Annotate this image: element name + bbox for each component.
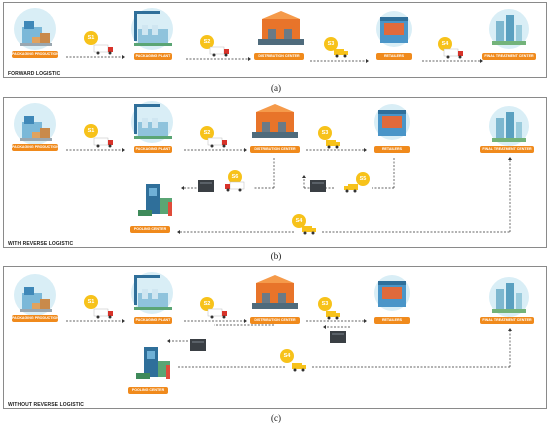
truck-icon — [93, 308, 113, 319]
crate-icon — [310, 180, 326, 192]
step-s3-badge: S3 — [318, 297, 332, 311]
panel-without-reverse-logistic: PACKAGING PRODUCTION PACKAGING PLANT DIS… — [3, 266, 547, 409]
distribution-center-icon — [256, 9, 306, 53]
step-s3-badge: S3 — [318, 126, 332, 140]
packaging-production-icon — [10, 273, 60, 319]
step-s4-badge: S4 — [438, 37, 452, 51]
truck-icon — [93, 137, 113, 148]
final-treatment-label: FINAL TREATMENT CENTER — [480, 146, 534, 153]
truck-icon — [93, 44, 113, 55]
panel-with-reverse-logistic: PACKAGING PRODUCTION PACKAGING PLANT DIS… — [3, 97, 547, 248]
truck-icon — [302, 226, 316, 235]
panel-b-title: WITH REVERSE LOGISTIC — [8, 241, 74, 247]
distribution-center-icon — [250, 273, 300, 317]
step-s1-badge: S1 — [84, 295, 98, 309]
packaging-plant-label: PACKAGING PLANT — [134, 317, 172, 324]
packaging-plant-label: PACKAGING PLANT — [134, 53, 172, 60]
crate-icon — [198, 180, 214, 192]
final-treatment-label: FINAL TREATMENT CENTER — [480, 317, 534, 324]
retailers-icon — [370, 273, 414, 317]
pooling-center-label: POOLING CENTER — [128, 387, 168, 394]
final-treatment-icon — [486, 7, 532, 53]
step-s4-badge: S4 — [280, 349, 294, 363]
packaging-production-label: PACKAGING PRODUCTION — [12, 51, 58, 58]
truck-icon — [209, 46, 229, 57]
step-s6-badge: S6 — [228, 170, 242, 184]
packaging-plant-label: PACKAGING PLANT — [134, 146, 172, 153]
step-s4-badge: S4 — [292, 214, 306, 228]
step-s3-badge: S3 — [324, 37, 338, 51]
retailers-icon — [372, 9, 416, 53]
retailers-label: RETAILERS — [374, 146, 410, 153]
retailers-icon — [370, 102, 414, 146]
step-s1-badge: S1 — [84, 124, 98, 138]
step-s2-badge: S2 — [200, 126, 214, 140]
packaging-plant-icon — [126, 271, 178, 317]
distribution-center-label: DISTRIBUTION CENTER — [254, 53, 304, 60]
distribution-center-icon — [250, 102, 300, 146]
packaging-production-icon — [10, 7, 60, 53]
final-treatment-icon — [486, 104, 532, 150]
panel-c-label: (c) — [271, 413, 281, 423]
panel-c-title: WITHOUT REVERSE LOGISTIC — [8, 402, 85, 408]
final-treatment-label: FINAL TREATMENT CENTER — [482, 53, 536, 60]
packaging-plant-icon — [126, 7, 178, 53]
truck-icon — [207, 137, 227, 148]
distribution-center-label: DISTRIBUTION CENTER — [250, 317, 300, 324]
pooling-center-icon — [136, 178, 178, 222]
truck-icon — [334, 49, 348, 58]
pooling-center-label: POOLING CENTER — [130, 226, 170, 233]
flow-arrows — [66, 137, 512, 235]
panel-a-title: FORWARD LOGISTIC — [8, 71, 61, 77]
flow-arrows — [66, 44, 483, 63]
pooling-center-icon — [134, 341, 176, 385]
truck-icon — [443, 48, 463, 59]
crate-icon — [190, 339, 206, 351]
packaging-production-icon — [10, 102, 60, 148]
truck-icon — [326, 140, 340, 149]
retailers-label: RETAILERS — [376, 53, 412, 60]
truck-icon — [326, 311, 340, 320]
truck-icon — [344, 184, 358, 193]
panel-forward-logistic: PACKAGING PRODUCTION PACKAGING PLANT DIS… — [3, 2, 547, 78]
step-s2-badge: S2 — [200, 35, 214, 49]
step-s5-badge: S5 — [356, 172, 370, 186]
panel-a-label: (a) — [271, 83, 281, 93]
step-s2-badge: S2 — [200, 297, 214, 311]
panel-b-label: (b) — [270, 251, 282, 261]
retailers-label: RETAILERS — [374, 317, 410, 324]
packaging-production-label: PACKAGING PRODUCTION — [12, 144, 58, 151]
packaging-production-label: PACKAGING PRODUCTION — [12, 315, 58, 322]
truck-icon — [292, 363, 306, 372]
truck-icon — [225, 181, 245, 192]
final-treatment-icon — [486, 275, 532, 321]
flow-arrows — [66, 308, 512, 372]
crate-icon — [330, 331, 346, 343]
distribution-center-label: DISTRIBUTION CENTER — [250, 146, 300, 153]
step-s1-badge: S1 — [84, 31, 98, 45]
truck-icon — [207, 308, 227, 319]
packaging-plant-icon — [126, 100, 178, 146]
